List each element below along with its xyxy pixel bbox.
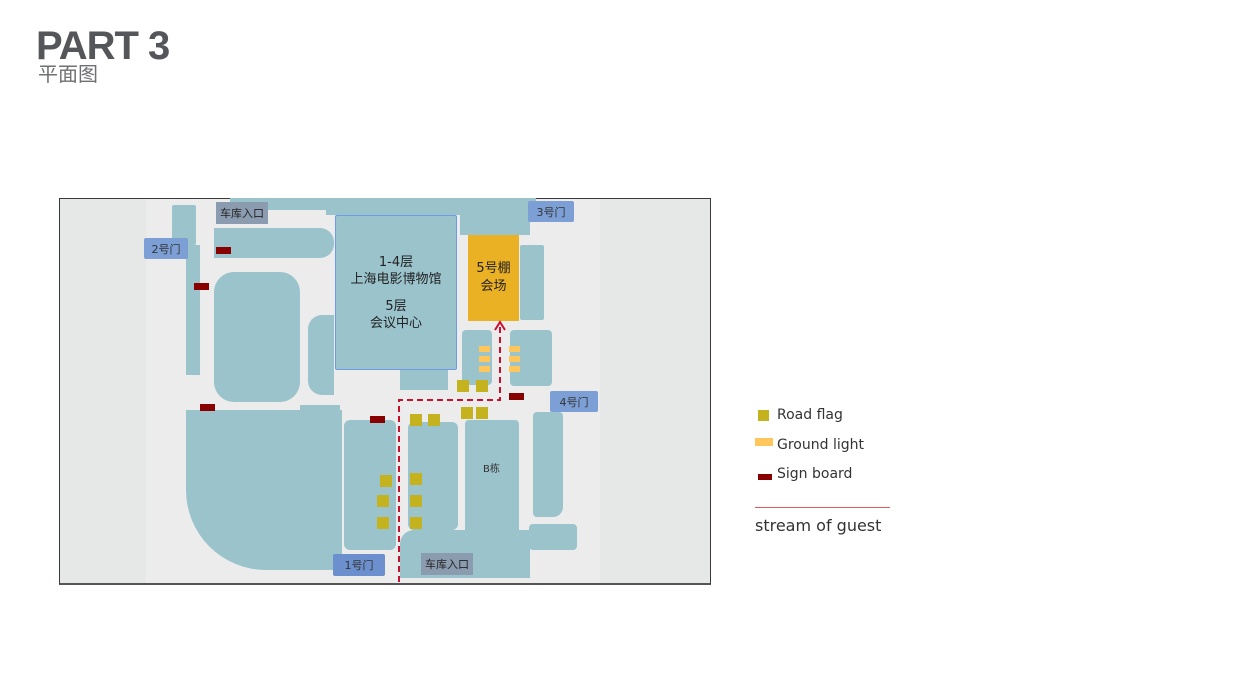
sign-board (194, 283, 209, 290)
ground-light (509, 366, 520, 372)
gate-4: 4号门 (550, 391, 598, 412)
legend-item-sign-board: Sign board (755, 466, 852, 482)
gate-1: 1号门 (333, 554, 385, 576)
legend-label: Road flag (777, 407, 843, 423)
building-b-label: B栋 (483, 464, 500, 475)
conference-center-label: 会议中心 (369, 315, 422, 331)
road-flag-swatch-icon (758, 409, 769, 421)
road-flag (380, 475, 392, 487)
film-museum-building: 1-4层 上海电影博物馆 5层 会议中心 (335, 215, 457, 370)
road-flag (377, 517, 389, 529)
road-flag (476, 380, 488, 392)
ground-light (479, 366, 490, 372)
road-flag (410, 414, 422, 426)
block (214, 228, 334, 258)
ground-light-swatch-icon (755, 438, 773, 446)
sign-board (216, 247, 231, 254)
block (326, 198, 536, 215)
venue-label: 会场 (480, 279, 507, 294)
gate-3: 3号门 (528, 201, 574, 222)
arrow-up-icon (494, 320, 506, 331)
block (533, 412, 563, 517)
road-flag (428, 414, 440, 426)
road-flag (410, 495, 422, 507)
museum-name-label: 上海电影博物馆 (350, 271, 442, 287)
block (214, 272, 300, 402)
page-title: PART 3 (36, 24, 170, 68)
block (460, 215, 530, 235)
ground-light (479, 346, 490, 352)
block (186, 245, 200, 375)
ground-light (509, 346, 520, 352)
block (300, 405, 340, 420)
road-flag (457, 380, 469, 392)
legend-item-road-flag: Road flag (755, 407, 843, 423)
ground-light (509, 356, 520, 362)
gate-2: 2号门 (144, 238, 188, 259)
road-flag (377, 495, 389, 507)
garage-entrance-bottom: 车库入口 (421, 553, 473, 575)
hall-5-venue: 5号棚 会场 (468, 235, 519, 321)
sign-board-swatch-icon (758, 474, 772, 480)
block (400, 370, 448, 390)
road-flag (461, 407, 473, 419)
building-b-block (465, 420, 519, 545)
route-line-swatch (755, 507, 890, 508)
block (520, 245, 544, 320)
road-flag (476, 407, 488, 419)
legend-label: Sign board (777, 466, 853, 482)
road-flag (410, 517, 422, 529)
road-flag (410, 473, 422, 485)
museum-floors-label: 1-4层 (378, 254, 414, 270)
garage-entrance-top: 车库入口 (216, 202, 268, 224)
sign-board (370, 416, 385, 423)
legend-label: Ground light (777, 437, 864, 453)
sign-board (200, 404, 215, 411)
ground-light (479, 356, 490, 362)
block (308, 315, 334, 395)
page-subtitle: 平面图 (38, 62, 98, 86)
conference-floor-label: 5层 (385, 298, 407, 314)
legend-item-ground-light: Ground light (755, 437, 864, 453)
legend-route-label: stream of guest (755, 516, 882, 535)
block (529, 524, 577, 550)
hall-5-label: 5号棚 (476, 261, 511, 276)
sign-board (509, 393, 524, 400)
block (186, 410, 342, 570)
